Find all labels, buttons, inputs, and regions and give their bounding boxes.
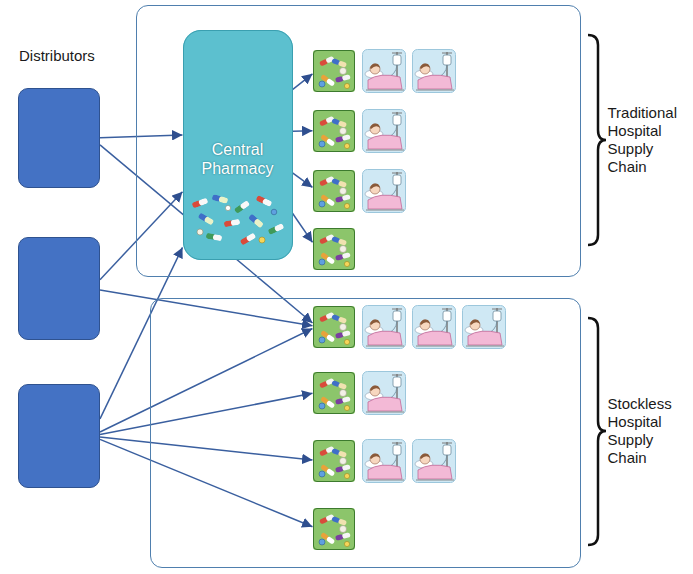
flow-arrow [293,130,313,132]
ward-unit-box [313,440,355,482]
ward-unit-box [313,508,355,550]
flow-arrow [293,74,313,90]
central-pharmacy-box: Central Pharmacy [183,30,293,260]
hospital-panel: Central PharmacyTraditional Hospital Sup… [136,5,581,277]
pharmacy-fill [183,30,293,260]
flow-arrow [293,213,313,242]
ward-unit-box [313,306,355,348]
flow-arrow [100,247,183,419]
bracket [588,318,606,545]
bracket-label: Stockless Hospital Supply Chain [608,395,686,467]
ward-unit-box [313,170,355,212]
ward-unit-box [313,50,355,92]
distributor-box [18,384,100,488]
flow-arrow [100,192,183,280]
pharmacy-pills [191,194,284,246]
ward-unit-box [313,110,355,152]
flow-arrow [100,290,313,326]
bracket [588,35,606,245]
ward-unit-box [313,372,355,414]
bracket-label: Traditional Hospital Supply Chain [608,104,686,176]
flow-arrow [100,135,183,138]
distributor-box: Distributors [18,88,100,188]
hospital-panel: Stockless Hospital Supply Chain [150,298,581,568]
flow-arrow [100,329,313,432]
flow-arrow [100,437,313,460]
flow-arrow [100,439,313,526]
distributor-box [18,237,100,340]
pill-icons [313,50,355,550]
box-label: Central Pharmacy [184,140,292,178]
ward-unit-box [313,228,355,270]
column-heading: Distributors [19,47,99,65]
patient-icons [363,50,506,483]
flow-arrow [100,393,313,434]
flow-arrow [293,173,313,188]
